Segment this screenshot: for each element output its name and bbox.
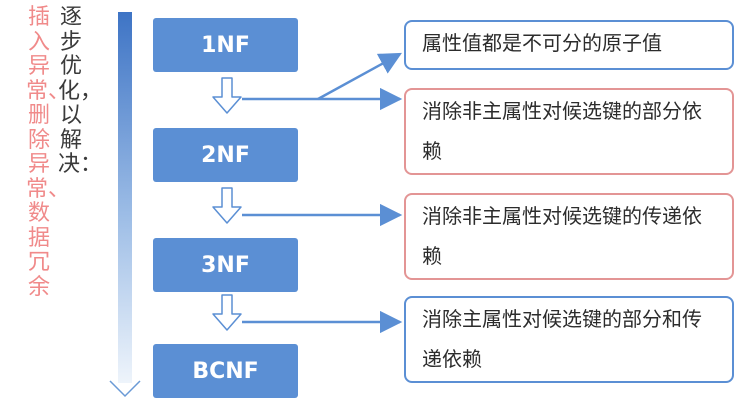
down-arrow-3 — [212, 294, 242, 331]
desc-prime-attribute-dependency: 消除主属性对候选键的部分和传递依赖 — [404, 296, 734, 383]
connector-arrow-1 — [317, 52, 402, 101]
desc-atomic-values: 属性值都是不可分的原子值 — [404, 20, 734, 70]
nf-box-bcnf: BCNF — [153, 344, 298, 398]
desc-transitive-dependency: 消除非主属性对候选键的传递依赖 — [404, 193, 734, 280]
nf-box-1nf: 1NF — [153, 18, 298, 72]
progress-bar-arrowhead — [109, 380, 141, 398]
down-arrow-1 — [212, 77, 242, 114]
side-note-anomalies: 插入异常、删除异常、数据冗余 — [26, 5, 71, 300]
desc-partial-dependency: 消除非主属性对候选键的部分依赖 — [404, 88, 734, 175]
progress-bar — [118, 12, 132, 383]
nf-box-2nf: 2NF — [153, 128, 298, 182]
down-arrow-2 — [212, 187, 242, 224]
nf-box-3nf: 3NF — [153, 238, 298, 292]
